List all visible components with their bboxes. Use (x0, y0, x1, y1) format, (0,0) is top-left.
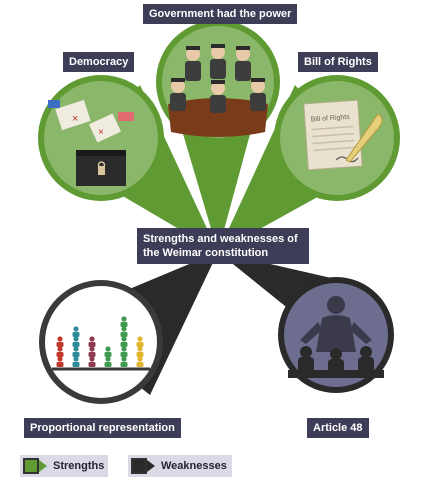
government-label: Government had the power (143, 4, 298, 24)
person-body (120, 362, 128, 367)
person-icon (73, 326, 79, 332)
person-body (120, 332, 128, 337)
svg-text:×: × (72, 113, 78, 125)
person-body (88, 362, 96, 367)
person-icon (121, 326, 127, 332)
person-body (120, 352, 128, 357)
proportional-label: Proportional representation (24, 418, 181, 438)
democracy-circle: × × (38, 75, 164, 201)
bill-of-rights-label: Bill of Rights (298, 52, 378, 72)
bill-document-title: Bill of Rights (311, 114, 351, 124)
strength-arrow-icon (39, 460, 47, 472)
person-icon (57, 346, 63, 352)
legend-strengths-text: Strengths (53, 460, 105, 472)
person-body (120, 342, 128, 347)
person-body (104, 362, 112, 367)
weakness-arrow-icon (147, 460, 155, 472)
article48-circle (278, 277, 394, 393)
person-icon (121, 356, 127, 362)
person-icon (137, 346, 143, 352)
person-icon (137, 336, 143, 342)
person-body (56, 342, 64, 347)
legend-weaknesses: Weaknesses (128, 455, 232, 477)
person-icon (57, 336, 63, 342)
quill-icon (345, 113, 383, 163)
person-body (56, 362, 64, 367)
legend-strengths: Strengths (20, 455, 108, 477)
person-icon (73, 346, 79, 352)
proportional-circle (39, 280, 163, 404)
person-body (72, 342, 80, 347)
person-body (136, 352, 144, 357)
person-icon (137, 356, 143, 362)
legend-weaknesses-text: Weaknesses (161, 460, 227, 472)
article48-label: Article 48 (307, 418, 369, 438)
person-icon (121, 316, 127, 322)
person-icon (89, 346, 95, 352)
person-body (72, 332, 80, 337)
person-icon (89, 336, 95, 342)
person-body (88, 352, 96, 357)
government-circle (156, 20, 280, 144)
person-body (72, 362, 80, 367)
person-icon (105, 346, 111, 352)
weakness-swatch (131, 458, 147, 474)
person-icon (57, 356, 63, 362)
person-body (136, 362, 144, 367)
person-body (72, 352, 80, 357)
person-body (56, 352, 64, 357)
person-icon (121, 336, 127, 342)
democracy-label: Democracy (63, 52, 135, 72)
bill-of-rights-circle: Bill of Rights (274, 75, 400, 201)
person-icon (121, 346, 127, 352)
person-body (120, 322, 128, 327)
person-icon (73, 356, 79, 362)
person-icon (105, 356, 111, 362)
diagram-title: Strengths and weaknesses of the Weimar c… (137, 228, 309, 264)
person-icon (73, 336, 79, 342)
person-body (104, 352, 112, 357)
strength-swatch (23, 458, 39, 474)
person-icon (89, 356, 95, 362)
person-body (88, 342, 96, 347)
svg-text:×: × (98, 127, 104, 138)
person-body (136, 342, 144, 347)
